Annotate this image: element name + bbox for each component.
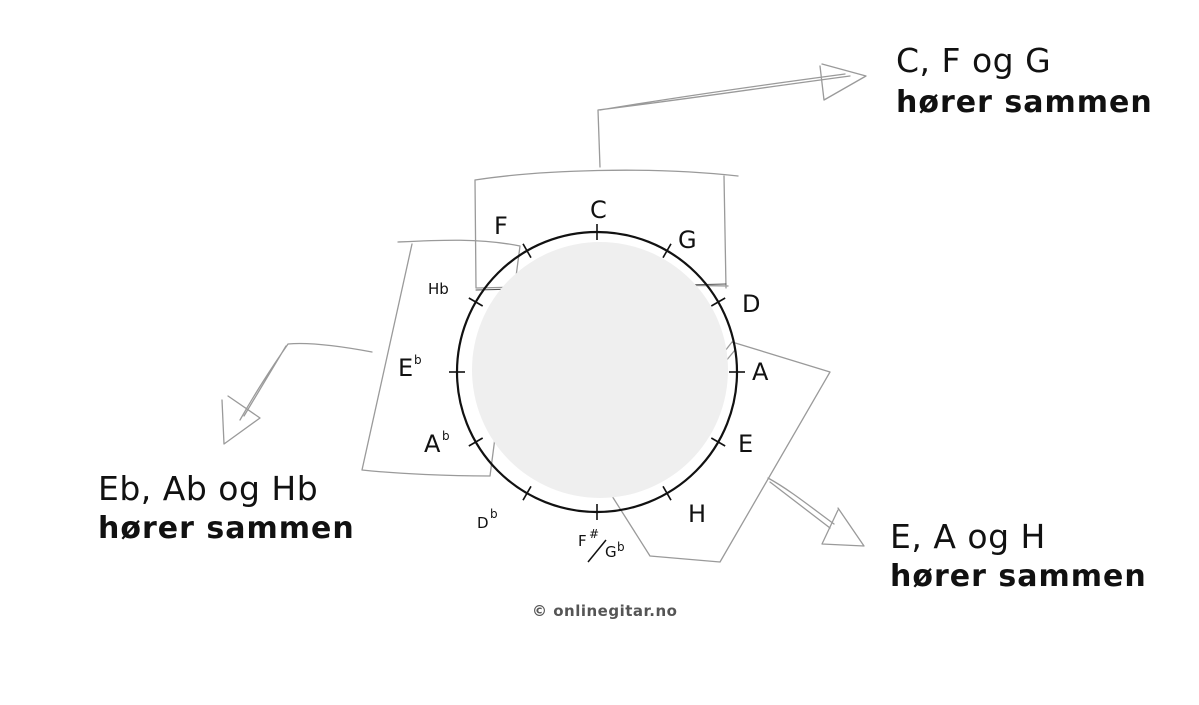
note-gb-accidental: b [617,540,625,554]
note-db-accidental: b [490,507,498,521]
caption-right-line2: hører sammen [890,559,1147,594]
caption-top: C, F og G hører sammen [896,41,1153,120]
note-d: D [742,290,760,318]
caption-right: E, A og H hører sammen [890,517,1147,594]
circle-fill [472,242,728,498]
circle-tick [662,485,672,501]
note-hb: Hb [428,280,449,298]
circle-tick [522,243,532,259]
note-ab: A [424,430,441,458]
top-group-box [474,169,739,289]
note-f: F [494,212,508,240]
note-a: A [752,358,769,386]
note-fsharp-gb: F # G b [578,527,625,563]
circle-tick [662,243,672,259]
circle-tick [468,437,484,447]
caption-right-line1: E, A og H [890,517,1046,556]
note-g: G [678,226,697,254]
circle-note-labels: C G D A E H F # G b D b A b E b Hb F [398,196,769,563]
note-eb: E [398,354,413,382]
circle-of-fifths [449,224,745,520]
note-fsharp-accidental: # [589,527,599,541]
note-db: D [477,514,489,532]
circle-tick [710,437,726,447]
circle-tick [522,485,532,501]
credit-text: © onlinegitar.no [532,602,677,620]
enharmonic-slash [587,539,607,563]
note-eb-group: E b [398,353,422,382]
top-group-arrow [597,63,867,168]
note-gb: G [605,543,617,561]
note-e: E [738,430,753,458]
left-group-box [361,239,521,477]
caption-left-line1: Eb, Ab og Hb [98,469,318,508]
circle-ticks [449,224,745,520]
caption-left-line2: hører sammen [98,511,355,546]
left-group-arrow [221,342,373,445]
circle-tick [710,297,726,307]
caption-top-line2: hører sammen [896,85,1153,120]
note-eb-accidental: b [414,353,422,367]
note-db-group: D b [477,507,498,532]
note-h: H [688,500,706,528]
note-ab-accidental: b [442,429,450,443]
note-fsharp: F [578,532,587,550]
caption-left: Eb, Ab og Hb hører sammen [98,469,355,546]
note-ab-group: A b [424,429,450,458]
caption-top-line1: C, F og G [896,41,1051,80]
right-group-arrow [767,477,865,547]
circle-tick [468,297,484,307]
note-c: C [590,196,607,224]
